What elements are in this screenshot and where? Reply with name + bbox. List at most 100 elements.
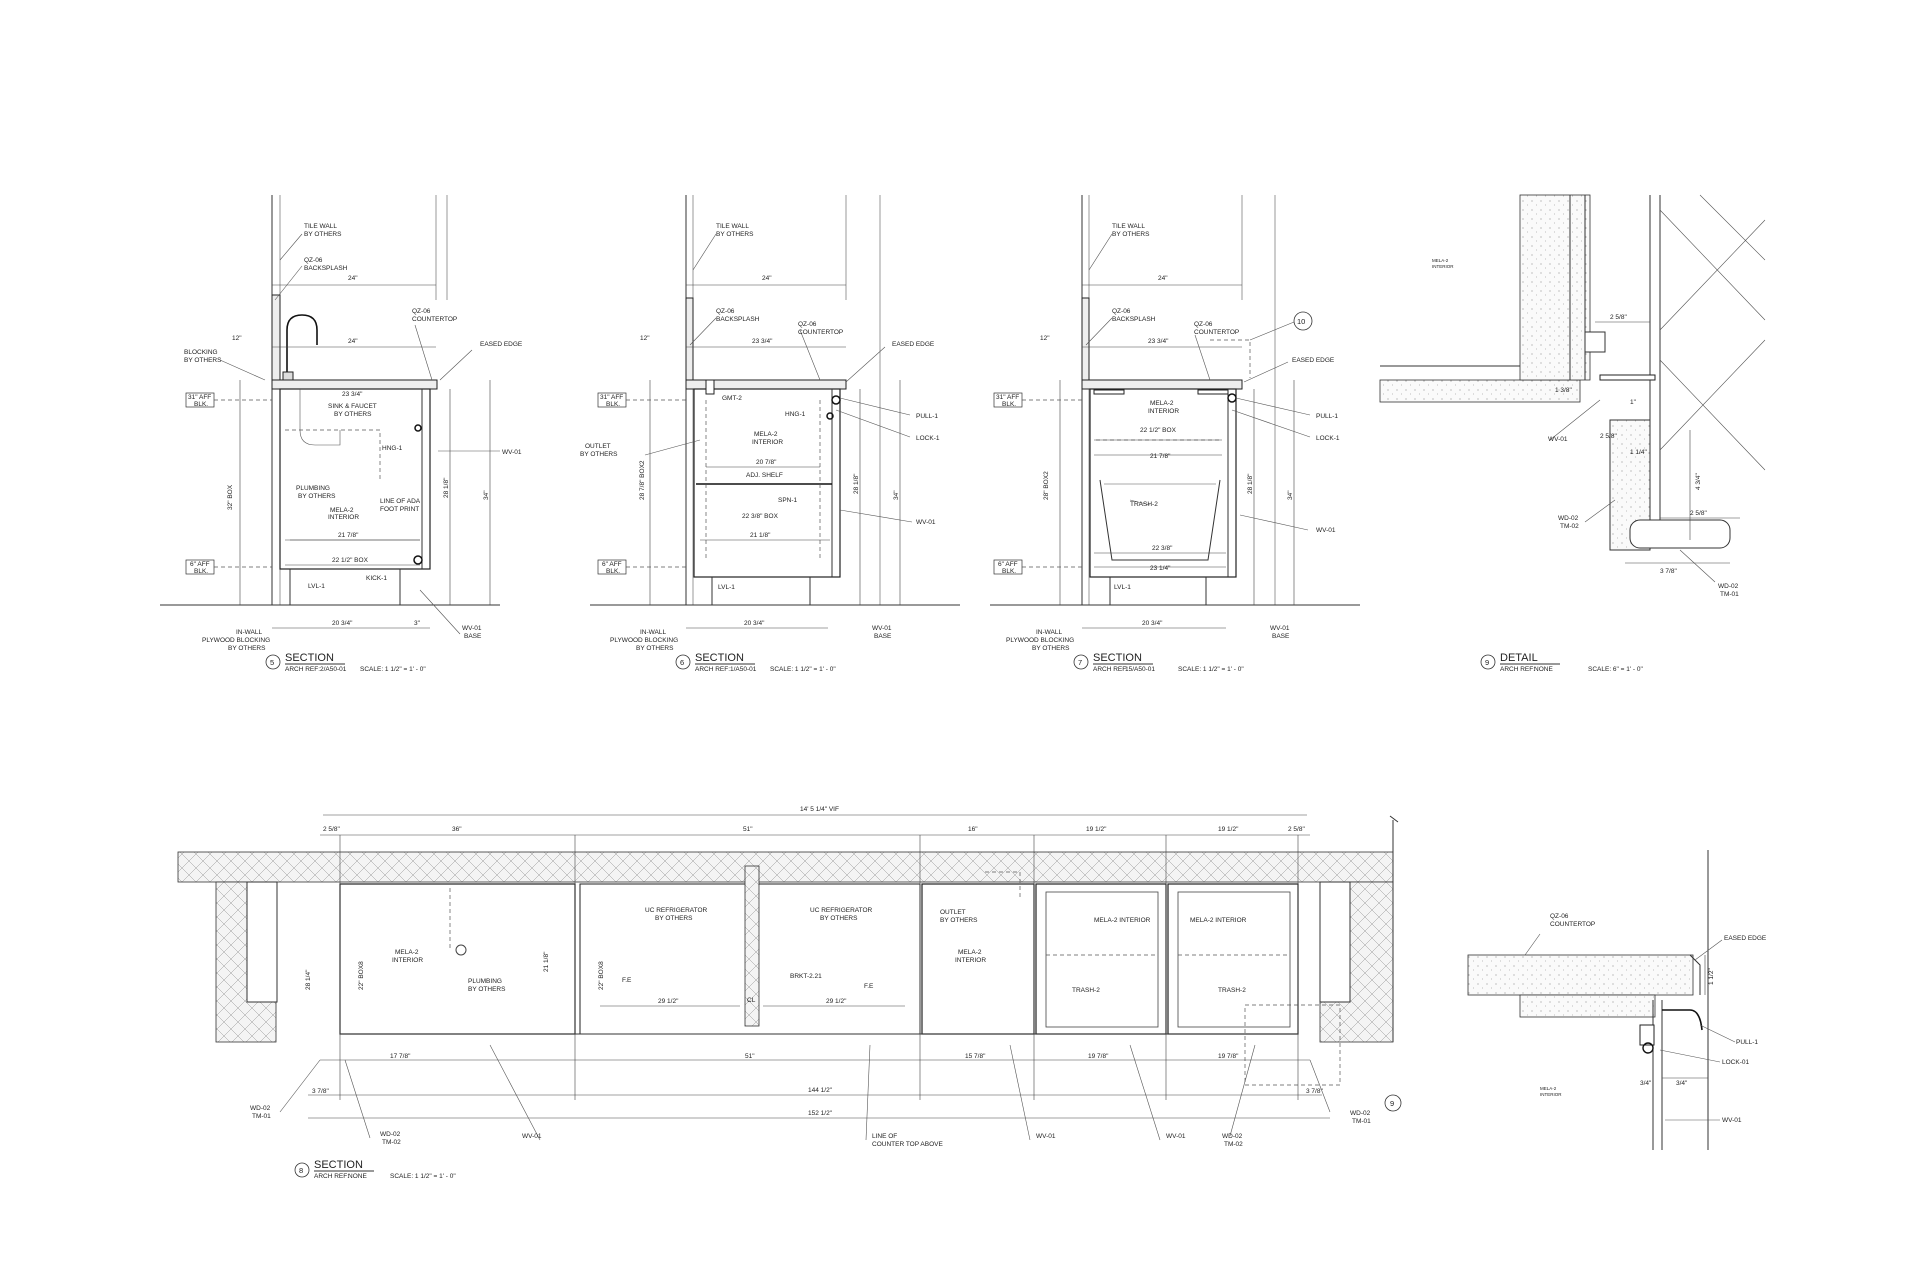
section-8-title: SECTION [314, 1159, 363, 1171]
section-6-scale: SCALE: 1 1/2" = 1' - 0" [770, 666, 836, 673]
ucref2-label: UC REFRIGERATOR [810, 907, 873, 914]
mela-label: MELA-2 [754, 431, 778, 438]
section-7-number: 7 [1078, 658, 1082, 667]
dim-d3: 3/4" [1676, 1080, 1688, 1087]
dim-g: 2 5/8" [1288, 826, 1305, 833]
countertop-label-2: COUNTERTOP [798, 329, 843, 336]
backsplash-label-2: BACKSPLASH [304, 265, 348, 272]
dim-box: 22 1/2" BOX [1140, 427, 1177, 434]
tile-wall-label: TILE WALL [1112, 223, 1145, 230]
dim-box22b: 22" BOX8 [598, 961, 605, 990]
aff31-label-2: BLK. [1002, 401, 1016, 408]
backsplash-label: QZ-06 [716, 308, 735, 315]
dim-24a: 24" [348, 275, 358, 282]
eased-edge-label: EASED EDGE [480, 341, 523, 348]
detail-9-archref: NONE [1534, 666, 1553, 673]
section-5-archref: 2/A50-01 [320, 666, 347, 673]
dim-22box: 22 1/2" BOX [332, 557, 369, 564]
section-7-title: SECTION [1093, 652, 1142, 664]
base-label: WV-01 [872, 625, 892, 632]
hng-label: HNG-1 [382, 445, 403, 452]
wd02tm01a-label-2: TM-01 [252, 1113, 271, 1120]
aff6-label-2: BLK. [1002, 568, 1016, 575]
wd02a-label-2: TM-02 [1560, 523, 1579, 530]
countertop-label: QZ-06 [798, 321, 817, 328]
mela-label: MELA-2 [1540, 1086, 1557, 1091]
aff6-label-2: BLK. [606, 568, 620, 575]
inwall-label-3: BY OTHERS [228, 645, 266, 652]
section-7-scale: SCALE: 1 1/2" = 1' - 0" [1178, 666, 1244, 673]
inwall-label: IN-WALL [236, 629, 263, 636]
mela3-label-2: INTERIOR [955, 957, 986, 964]
dim-23: 23 3/4" [1148, 338, 1169, 345]
dim-34: 34" [483, 490, 490, 500]
wv01-label: WV-01 [1722, 1117, 1742, 1124]
dim-20: 20 3/4" [332, 620, 353, 627]
wv01c-label: WV-01 [1166, 1133, 1186, 1140]
lock-label: LOCK-1 [1316, 435, 1340, 442]
dim-box22a: 22" BOX8 [358, 961, 365, 990]
dim-23b: 23 1/4" [1150, 565, 1171, 572]
wv01-label: WV-01 [502, 449, 522, 456]
hng-label: HNG-1 [785, 411, 806, 418]
trash-label: TRASH-2 [1130, 501, 1158, 508]
callout-9: 9 [1390, 1099, 1394, 1108]
tile-wall-label: TILE WALL [304, 223, 337, 230]
countertop-label: QZ-06 [1194, 321, 1213, 328]
detail-9-archref-label: ARCH REF: [1500, 666, 1535, 673]
wd02tm01b-label-2: TM-01 [1352, 1118, 1371, 1125]
ucref1-label-2: BY OTHERS [655, 915, 693, 922]
ucref2-label-2: BY OTHERS [820, 915, 858, 922]
blocking-label-2: BY OTHERS [184, 357, 222, 364]
aff6-label: 6" AFF [190, 561, 210, 568]
inwall-label-2: PLYWOOD BLOCKING [610, 637, 678, 644]
section-6: TILE WALL BY OTHERS 24" 12" QZ-06 BACKSP… [580, 195, 960, 673]
inwall-label-2: PLYWOOD BLOCKING [1006, 637, 1074, 644]
outlet-label: OUTLET [585, 443, 611, 450]
dim-o: 19 7/8" [1088, 1053, 1109, 1060]
lock-label: LOCK-1 [916, 435, 940, 442]
dim-b: 36" [452, 826, 462, 833]
wd02b-label-2: TM-01 [1720, 591, 1739, 598]
backsplash-label: QZ-06 [304, 257, 323, 264]
dim-i: 21 1/8" [543, 951, 550, 972]
dim-28: 28 1/8" [853, 473, 860, 494]
countertop-label-2: COUNTERTOP [1194, 329, 1239, 336]
plumbing-label: PLUMBING [468, 978, 502, 985]
dim-d2: 3/4" [1640, 1080, 1652, 1087]
wd02tm01a-label: WD-02 [250, 1105, 271, 1112]
wv01a-label: WV-01 [522, 1133, 542, 1140]
dim-p: 19 7/8" [1218, 1053, 1239, 1060]
pull-label: PULL-1 [1316, 413, 1338, 420]
wv01-label: WV-01 [1548, 436, 1568, 443]
mela4-label: MELA-2 INTERIOR [1094, 917, 1151, 924]
detail-9-scale: SCALE: 6" = 1' - 0" [1588, 666, 1644, 673]
base-label: WV-01 [1270, 625, 1290, 632]
mela-label-2: INTERIOR [1540, 1092, 1562, 1097]
wd02tm01b-label: WD-02 [1350, 1110, 1371, 1117]
mela5-label: MELA-2 INTERIOR [1190, 917, 1247, 924]
fe2-label: F.E [864, 983, 874, 990]
dim-20b: 20 7/8" [756, 459, 777, 466]
section-8: 9 14' 5 1/4" VIF 2 5/8" 36" 51" 16" 19 1… [177, 806, 1402, 1180]
dim-24: 24" [762, 275, 772, 282]
dim-23: 23 3/4" [342, 391, 363, 398]
dim-34: 34" [1287, 490, 1294, 500]
section-6-archref-label: ARCH REF: [695, 666, 730, 673]
tile-wall-label: TILE WALL [716, 223, 749, 230]
plumbing-label-2: BY OTHERS [468, 986, 506, 993]
sink-label-2: BY OTHERS [334, 411, 372, 418]
dim-m: 51" [745, 1053, 755, 1060]
dim-f: 19 1/2" [1218, 826, 1239, 833]
mela-label-2: INTERIOR [328, 514, 359, 521]
dim-t: 152 1/2" [808, 1110, 833, 1117]
wv01b-label: WV-01 [1036, 1133, 1056, 1140]
outlet-label: OUTLET [940, 909, 966, 916]
section-6-archref: 1/A50-01 [730, 666, 757, 673]
section-7-archref-label: ARCH REF: [1093, 666, 1128, 673]
dim-s: 144 1/2" [808, 1087, 833, 1094]
dim-28: 28 1/8" [443, 477, 450, 498]
dim-e: 19 1/2" [1086, 826, 1107, 833]
dim-d7: 2 5/8" [1690, 510, 1707, 517]
